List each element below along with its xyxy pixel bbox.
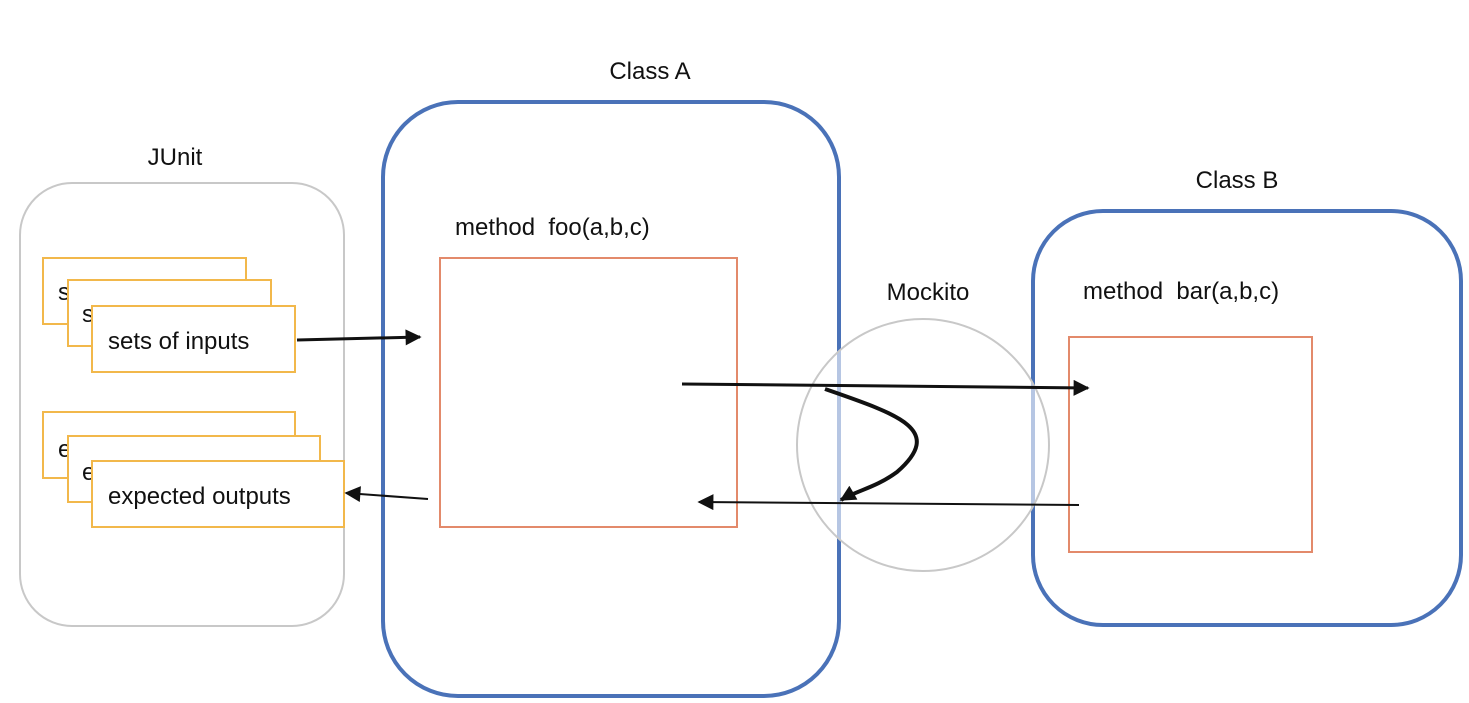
input-card-stack: s s sets of inputs [42, 257, 296, 373]
junit-box [19, 182, 345, 627]
class-a-method-label: method foo(a,b,c) [455, 214, 650, 241]
output-card-stack: e e expected outputs [42, 411, 345, 528]
arrow-foo-to-bar [681, 379, 1090, 396]
arrow-mockito-intercept [824, 387, 919, 502]
class-a-box [381, 100, 841, 698]
junit-container: JUnit s s sets of inputs e e expected ou… [19, 144, 345, 627]
mockito-circle [796, 318, 1050, 572]
arrows [296, 329, 1090, 511]
class-a-title: Class A [609, 58, 690, 85]
class-b-method-box [1068, 336, 1313, 553]
class-a-method-box [439, 257, 738, 528]
output-card-label: expected outputs [108, 483, 291, 510]
mockito-container: Mockito [796, 279, 1050, 572]
input-card-label: sets of inputs [108, 328, 249, 355]
arrow-foo-to-outputs [344, 486, 429, 503]
input-card-front [91, 305, 296, 373]
class-b-box [1031, 209, 1463, 627]
arrow-bar-to-foo [697, 494, 1080, 511]
class-b-title: Class B [1196, 167, 1279, 194]
class-a-container: Class A method foo(a,b,c) [381, 58, 841, 698]
class-b-method-label: method bar(a,b,c) [1083, 278, 1279, 305]
junit-title: JUnit [148, 144, 203, 171]
mockito-title: Mockito [887, 279, 970, 306]
arrow-inputs-to-foo [296, 329, 422, 346]
class-b-container: Class B method bar(a,b,c) [1031, 167, 1463, 627]
output-card-front [91, 460, 345, 528]
